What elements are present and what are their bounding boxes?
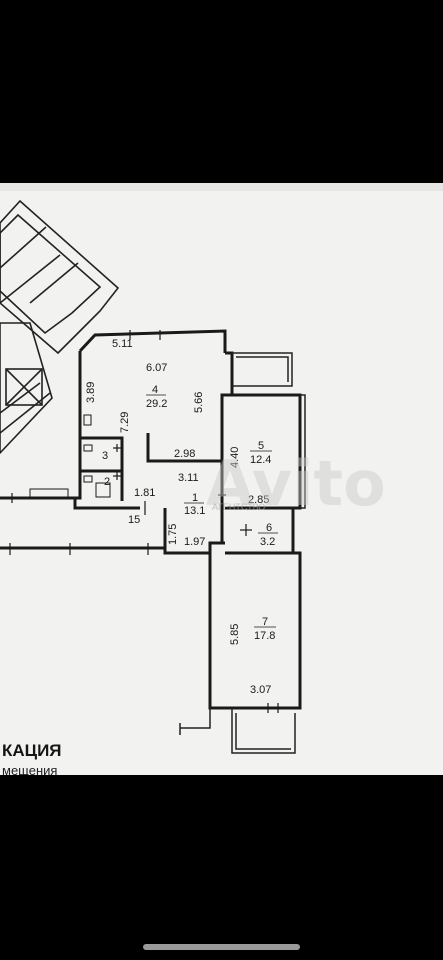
dim-label: 5.66 xyxy=(193,392,205,413)
dim-label: 4.40 xyxy=(229,447,241,468)
room-number: 2 xyxy=(104,476,110,488)
floor-plan: 5.11 6.07 3.89 5.66 7.29 2.98 3.11 4.40 … xyxy=(0,183,443,775)
room-number: 4 xyxy=(152,384,158,396)
room-number: 15 xyxy=(128,514,140,526)
floor-plan-photo: 5.11 6.07 3.89 5.66 7.29 2.98 3.11 4.40 … xyxy=(0,183,443,775)
dim-label: 1.81 xyxy=(134,487,155,499)
room-area: 17.8 xyxy=(254,630,275,642)
apartment-walls xyxy=(0,329,302,710)
dim-label: 2.98 xyxy=(174,448,195,460)
plan-caption-title: КАЦИЯ xyxy=(2,741,62,760)
dim-label: 7.29 xyxy=(119,412,131,433)
door-ticks xyxy=(9,330,279,713)
room-number: 6 xyxy=(266,522,272,534)
dim-label: 3.89 xyxy=(85,382,97,403)
stair-block xyxy=(0,199,120,455)
dim-label: 1.75 xyxy=(167,524,179,545)
room-area: 13.1 xyxy=(184,505,205,517)
dim-label: 1.97 xyxy=(184,536,205,548)
fixtures xyxy=(29,414,111,499)
watermark-logo: Avito xyxy=(206,447,386,520)
dim-label: 5.85 xyxy=(229,624,241,645)
room-number: 3 xyxy=(102,450,108,462)
room-number: 1 xyxy=(192,492,198,504)
dim-label: 5.11 xyxy=(112,338,133,350)
dim-label: 3.07 xyxy=(250,684,271,696)
room-area: 3.2 xyxy=(260,536,275,548)
balcony-lines xyxy=(179,352,306,754)
dim-label: 2.85 xyxy=(248,494,269,506)
watermark-overlay: АГЕНТСТВО xyxy=(212,502,265,512)
room-number: 7 xyxy=(262,616,268,628)
dim-label: 3.11 xyxy=(178,472,199,484)
room-area: 12.4 xyxy=(250,454,271,466)
plan-caption-subtitle: мещения xyxy=(2,763,57,775)
home-indicator[interactable] xyxy=(143,944,300,950)
dim-label: 6.07 xyxy=(146,362,167,374)
room-area: 29.2 xyxy=(146,398,167,410)
room-number: 5 xyxy=(258,440,264,452)
